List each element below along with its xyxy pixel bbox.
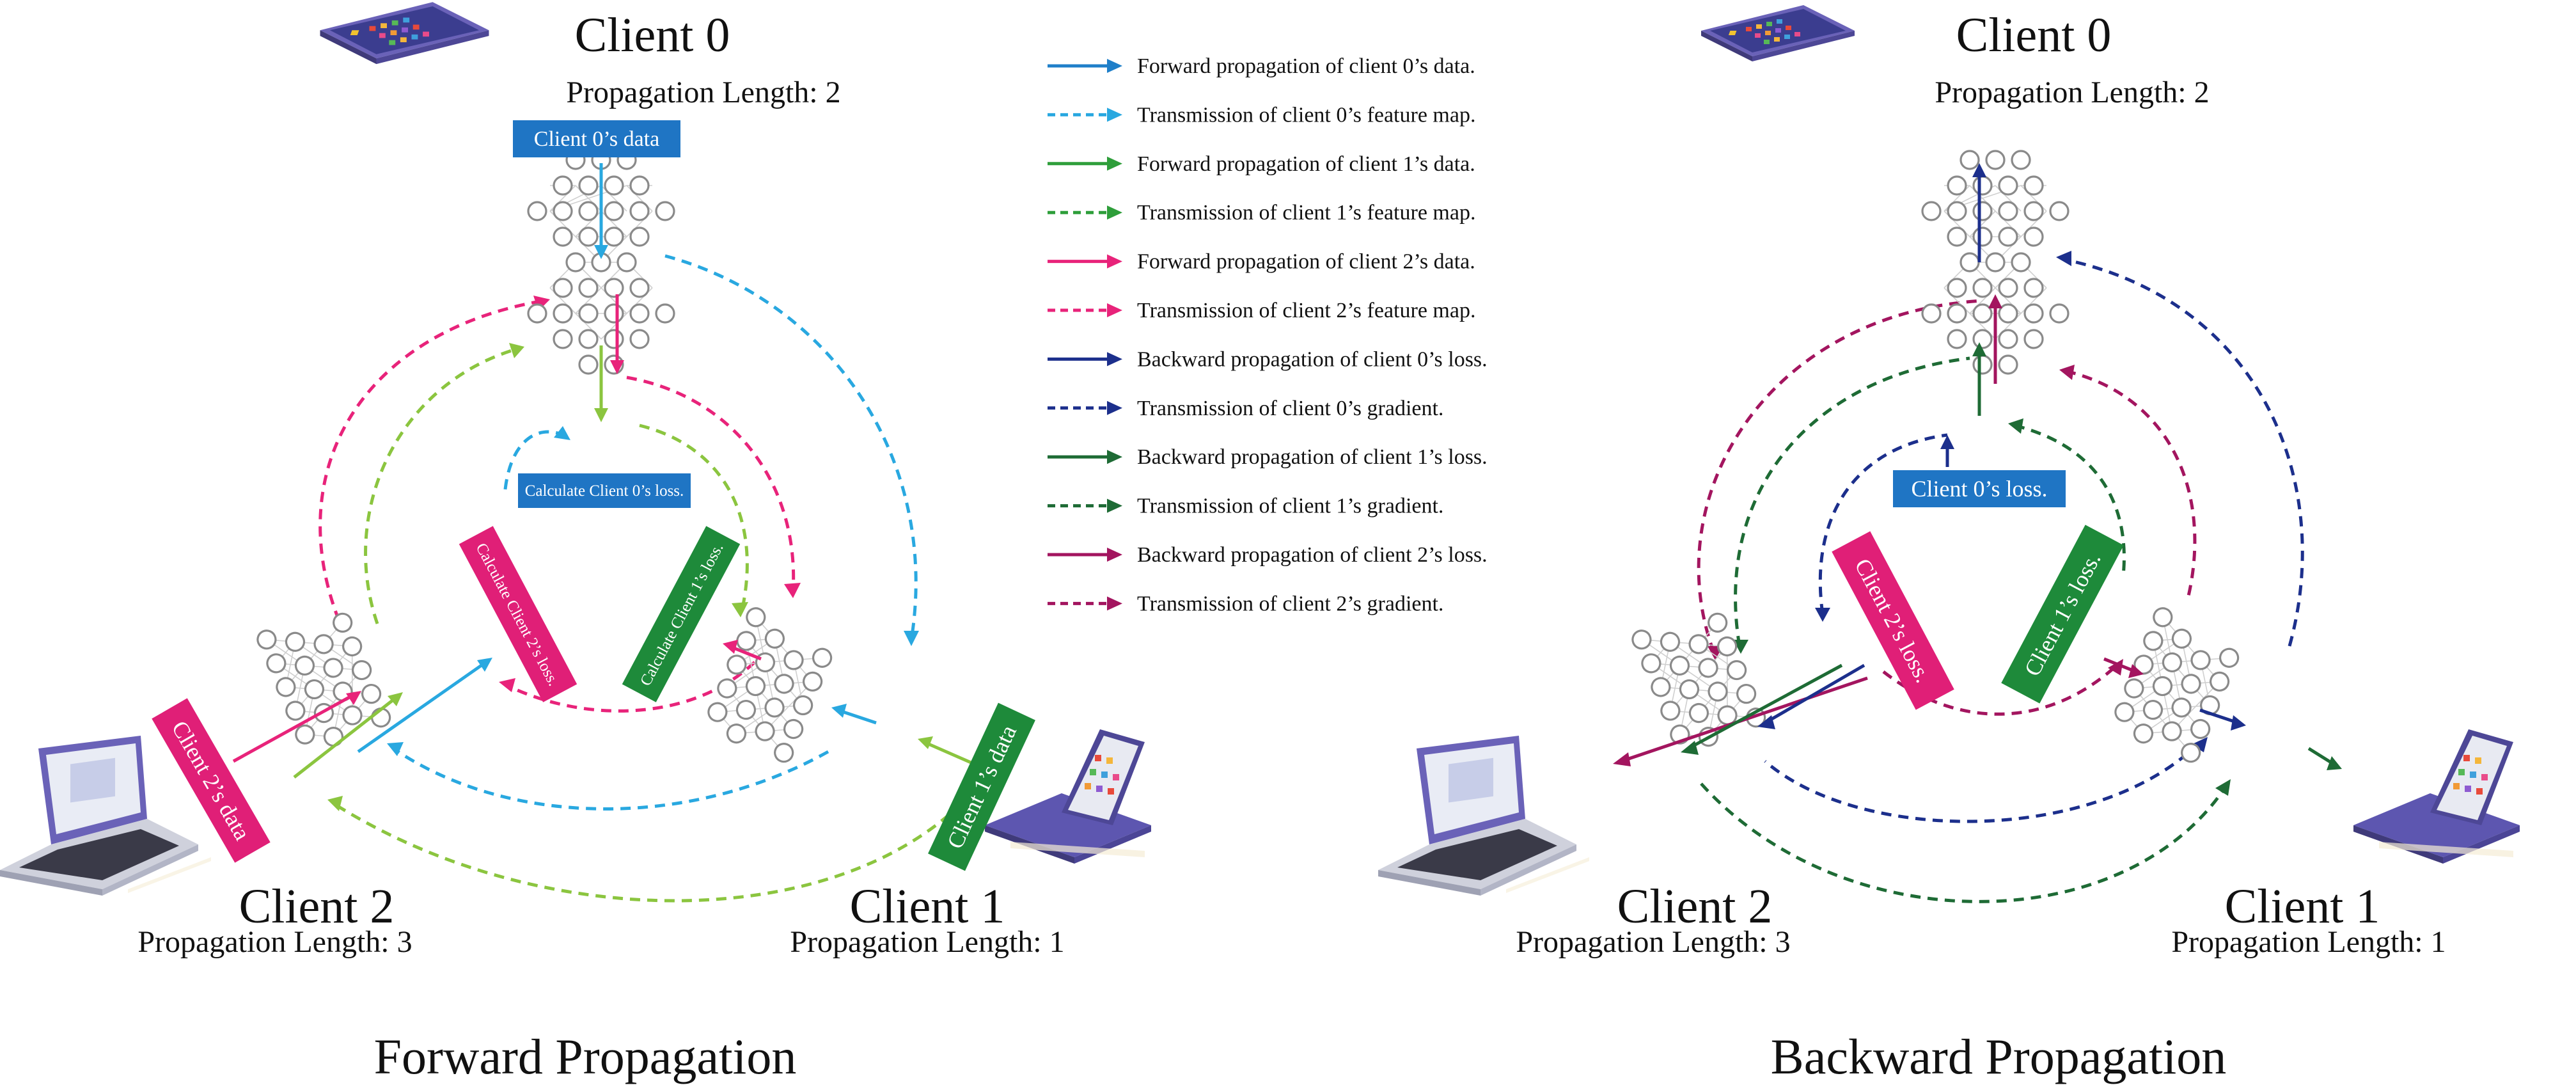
legend-item: Transmission of client 2’s feature map.: [1048, 299, 1475, 322]
legend-item: Forward propagation of client 2’s data.: [1048, 250, 1475, 274]
backward-solid-heads: [1613, 163, 2342, 770]
client2-network: [254, 597, 394, 759]
legend-arrowhead: [1107, 400, 1122, 415]
c0-data-box: Client 0’s data: [513, 120, 680, 157]
backward-c0-loss-box: Client 0’s loss.: [1893, 470, 2066, 507]
backward-panel-title: Backward Propagation: [1771, 1029, 2227, 1084]
c1-loss-arc: [2014, 423, 2126, 576]
backward-phone-icon: [1701, 5, 1855, 61]
c1-gradient-arc-2: [1700, 782, 2227, 903]
client1-network: [700, 604, 840, 766]
forward-client1-name: Client 1: [850, 880, 1005, 933]
backward-tablet-icon: [2353, 729, 2520, 864]
legend-label: Backward propagation of client 2’s loss.: [1137, 543, 1488, 567]
legend-label: Backward propagation of client 1’s loss.: [1137, 445, 1488, 469]
c1-featuremap-arc-2: [331, 776, 986, 903]
forward-panel-title: Forward Propagation: [374, 1029, 797, 1084]
c2-gradient-arc-2: [2065, 369, 2197, 602]
legend-item: Transmission of client 1’s feature map.: [1048, 201, 1475, 225]
c0-featuremap-arc: [664, 254, 918, 640]
legend-arrowhead: [1107, 498, 1122, 513]
backward-panel: Client 0’s loss. Client 2’s loss. Client…: [1378, 5, 2520, 1084]
backward-client1-network: [2107, 604, 2247, 766]
backward-c1-loss-box: Client 1’s loss.: [2001, 525, 2124, 704]
legend-item: Backward propagation of client 0’s loss.: [1048, 347, 1488, 371]
legend-arrowhead: [1107, 303, 1122, 317]
backward-client1-name: Client 1: [2225, 880, 2380, 933]
legend-arrowhead: [1107, 254, 1122, 269]
c0-featuremap-arc-2: [392, 747, 829, 811]
forward-transmission-arcs: [318, 254, 986, 903]
legend-label: Forward propagation of client 0’s data.: [1137, 54, 1475, 78]
c2-featuremap-arc: [318, 299, 544, 621]
c1-loss-label: Calculate Client 1’s loss.: [637, 541, 727, 689]
backward-client0-name: Client 0: [1956, 8, 2112, 62]
legend-item: Transmission of client 2’s gradient.: [1048, 592, 1443, 615]
backward-client2-name: Client 2: [1617, 880, 1773, 933]
legend-label: Forward propagation of client 1’s data.: [1137, 152, 1475, 176]
legend-arrowhead: [1107, 59, 1122, 73]
backward-transmission-arcs: [1697, 257, 2304, 903]
legend-item: Transmission of client 0’s feature map.: [1048, 103, 1475, 127]
c2-data-label: Client 2’s data: [167, 716, 256, 844]
forward-solid-heads: [346, 245, 933, 749]
backward-client0-length: Propagation Length: 2: [1935, 75, 2209, 109]
legend-item: Backward propagation of client 2’s loss.: [1048, 543, 1488, 567]
c0-loss-label: Calculate Client 0’s loss.: [525, 482, 684, 500]
phone-icon: [320, 2, 489, 65]
c0-gradient-arc: [2062, 257, 2304, 647]
c2-loss-box: Calculate Client 2’s loss.: [459, 526, 577, 702]
forward-client0-length: Propagation Length: 2: [566, 75, 840, 109]
c0-data-label: Client 0’s data: [534, 127, 659, 151]
legend-label: Transmission of client 2’s feature map.: [1137, 299, 1475, 322]
c1-featuremap-arc-3: [364, 347, 519, 624]
legend-label: Backward propagation of client 0’s loss.: [1137, 347, 1488, 371]
forward-arrowheads: [327, 296, 919, 811]
backward-client2-length: Propagation Length: 3: [1516, 925, 1790, 959]
legend-label: Forward propagation of client 2’s data.: [1137, 250, 1475, 274]
legend-arrowhead: [1107, 352, 1122, 367]
c1-gradient-arc: [1734, 356, 1970, 647]
backward-laptop-icon: [1378, 736, 1589, 896]
c1-loss-box: Calculate Client 1’s loss.: [622, 526, 741, 702]
backward-c0-loss-label: Client 0’s loss.: [1911, 476, 2047, 502]
legend-item: Transmission of client 1’s gradient.: [1048, 495, 1443, 518]
forward-panel: Client 0’s data Calculate Client 0’s los…: [0, 2, 1151, 1084]
legend-arrowhead: [1107, 205, 1122, 220]
c0-loss-box: Calculate Client 0’s loss.: [518, 473, 691, 508]
legend-item: Backward propagation of client 1’s loss.: [1048, 445, 1488, 469]
legend-arrowhead: [1107, 450, 1122, 464]
legend-arrowhead: [1107, 548, 1122, 562]
c2-featuremap-arc-2: [626, 376, 796, 592]
c2-gradient-arc: [1697, 299, 1983, 653]
c0-loss-arc: [1818, 433, 1948, 615]
backward-client1-length: Propagation Length: 1: [2171, 925, 2446, 959]
legend-label: Transmission of client 2’s gradient.: [1137, 592, 1443, 615]
legend-label: Transmission of client 1’s feature map.: [1137, 201, 1475, 225]
c1-featuremap-arc: [639, 423, 749, 612]
legend-arrowhead: [1107, 156, 1122, 171]
forward-client1-length: Propagation Length: 1: [790, 925, 1064, 959]
legend-arrowhead: [1107, 596, 1122, 611]
forward-client0-name: Client 0: [575, 8, 730, 62]
legend-label: Transmission of client 0’s feature map.: [1137, 103, 1475, 127]
legend: Forward propagation of client 0’s data. T…: [1048, 54, 1488, 615]
legend-item: Forward propagation of client 0’s data.: [1048, 54, 1475, 78]
legend-label: Transmission of client 1’s gradient.: [1137, 495, 1443, 518]
c0-gradient-arc-2: [1764, 741, 2201, 823]
forward-client2-length: Propagation Length: 3: [137, 925, 412, 959]
legend-arrowhead: [1107, 107, 1122, 122]
legend-item: Forward propagation of client 1’s data.: [1048, 152, 1475, 176]
legend-label: Transmission of client 0’s gradient.: [1137, 397, 1443, 420]
forward-client2-name: Client 2: [239, 880, 395, 933]
legend-item: Transmission of client 0’s gradient.: [1048, 397, 1443, 420]
